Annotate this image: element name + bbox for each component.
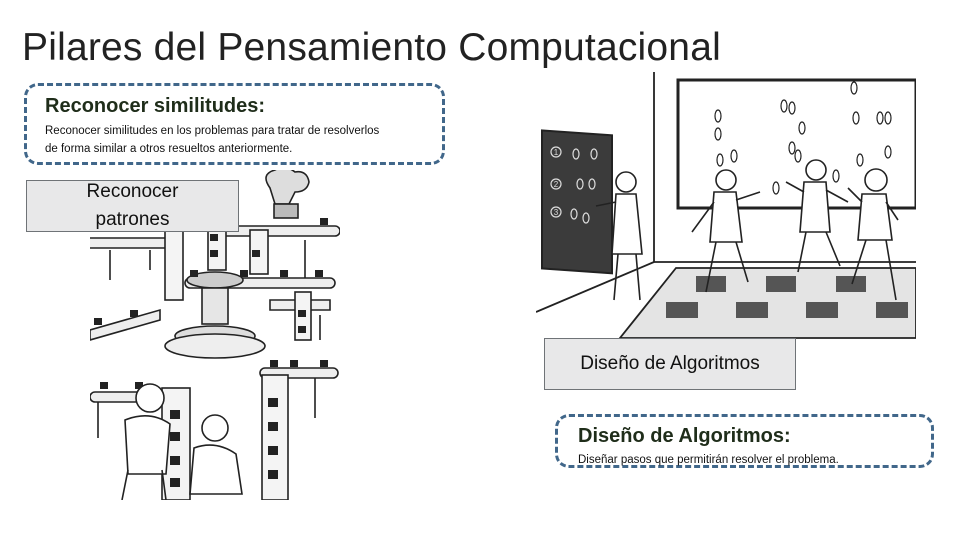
slide-title: Pilares del Pensamiento Computacional xyxy=(22,26,721,69)
algorithm-design-heading: Diseño de Algoritmos: xyxy=(578,425,791,447)
board-step-2: 2 xyxy=(554,180,559,189)
factory-illustration xyxy=(90,170,340,500)
algorithm-design-callout: Diseño de Algoritmos: Diseñar pasos que … xyxy=(555,414,934,468)
pattern-recognition-label: Reconocer patrones xyxy=(26,180,239,232)
pattern-recognition-callout: Reconocer similitudes: Reconocer similit… xyxy=(24,83,445,165)
pattern-recognition-text-line1: Reconocer similitudes en los problemas p… xyxy=(45,125,380,137)
pattern-recognition-heading: Reconocer similitudes: xyxy=(45,95,266,117)
pattern-label-line1: Reconocer xyxy=(86,181,179,202)
algorithm-design-label: Diseño de Algoritmos xyxy=(544,338,796,390)
pattern-recognition-text-line2: de forma similar a otros resueltos anter… xyxy=(45,143,293,155)
board-step-1: 1 xyxy=(554,148,559,157)
board-step-3: 3 xyxy=(554,208,559,217)
pattern-label-line2: patrones xyxy=(95,209,170,230)
algorithm-design-text: Diseñar pasos que permitirán resolver el… xyxy=(578,454,839,466)
dance-illustration: 1 2 3 xyxy=(536,72,916,339)
